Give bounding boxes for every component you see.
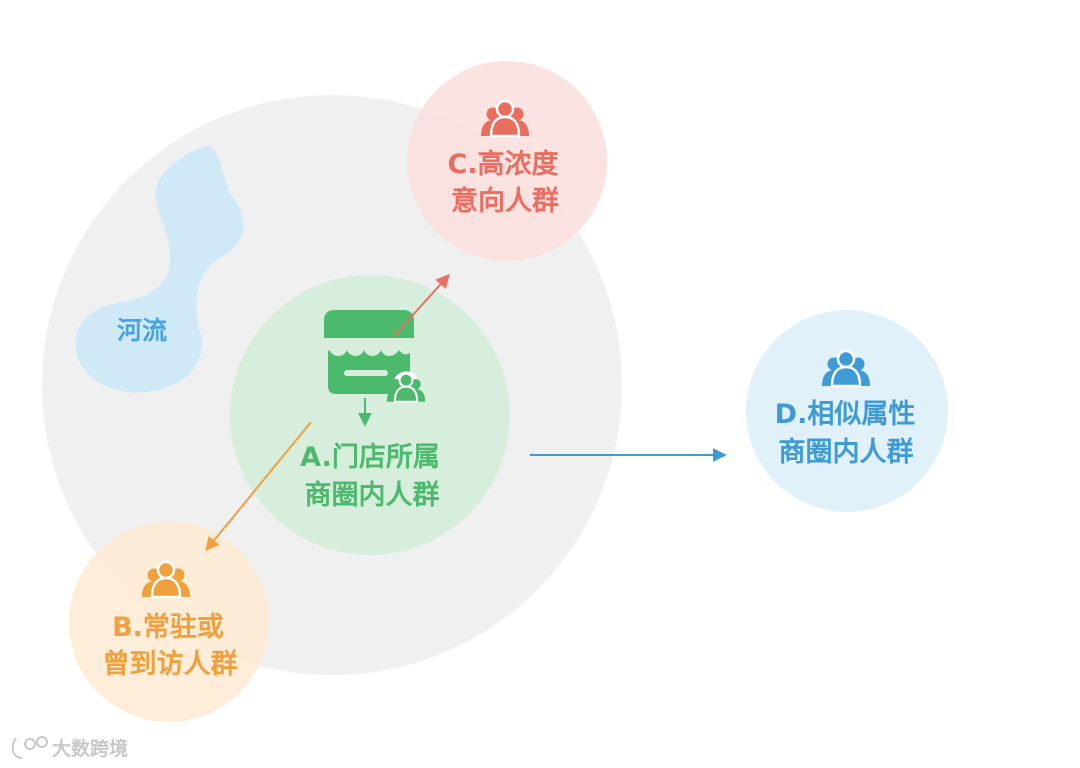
- group-b-circle: [69, 522, 269, 722]
- arrow-to-group-c: [393, 273, 450, 337]
- group-d-label-line1: D.相似属性: [775, 399, 916, 430]
- store-icon: [324, 310, 414, 394]
- group-d-label-line2: 商圈内人群: [779, 437, 914, 468]
- group-d-circle: [746, 310, 948, 512]
- watermark: 大数跨境: [11, 736, 128, 760]
- group-b-label-line1: B.常驻或: [112, 612, 224, 643]
- group-c-label-line1: C.高浓度: [447, 148, 558, 180]
- group-a-label-line1: A.门店所属: [300, 442, 440, 473]
- river-shape: [75, 146, 244, 393]
- people-icon: [385, 371, 427, 403]
- river-label: 河流: [117, 316, 167, 345]
- group-a-label-line2: 商圈内人群: [305, 480, 440, 511]
- watermark-text: 大数跨境: [52, 737, 128, 760]
- logo-icon: [11, 736, 48, 759]
- group-c-circle: [407, 61, 607, 261]
- group-c-label-line2: 意向人群: [451, 185, 559, 217]
- arrow-to-group-b: [205, 421, 312, 552]
- group-b-label-line2: 曾到访人群: [103, 648, 238, 680]
